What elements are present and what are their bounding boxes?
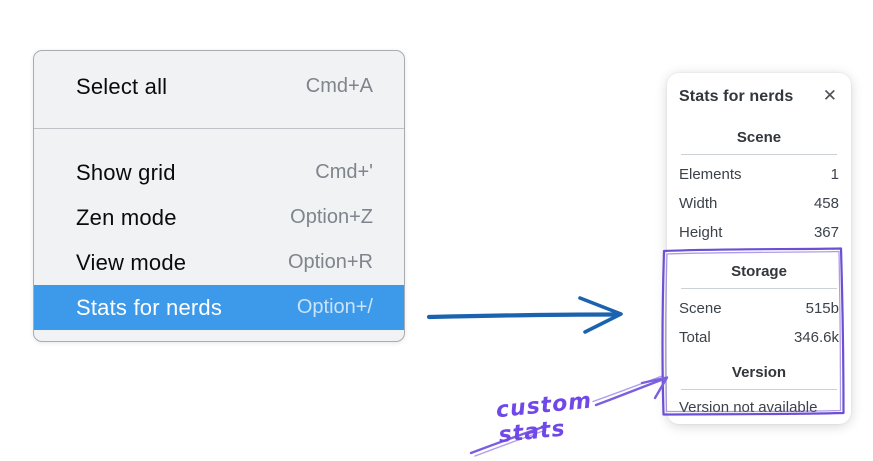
stat-row-width: Width 458 [679, 189, 839, 218]
annotation-arrow [469, 375, 669, 457]
context-menu: Select all Cmd+A Show grid Cmd+' Zen mod… [33, 50, 405, 342]
stats-panel: Stats for nerds ✕ Scene Elements 1 Width… [667, 73, 851, 424]
section-divider [681, 389, 837, 390]
stats-panel-title: Stats for nerds [679, 87, 794, 105]
stat-row-elements: Elements 1 [679, 160, 839, 189]
menu-item-label: Select all [76, 73, 168, 99]
menu-item-shortcut: Cmd+' [315, 161, 373, 183]
menu-item-label: Zen mode [76, 204, 177, 230]
version-note: Version not available [679, 399, 818, 416]
menu-divider [34, 128, 404, 129]
section-heading-version: Version [731, 364, 787, 381]
stat-value: 367 [813, 224, 839, 241]
stat-value: 515b [805, 300, 839, 317]
custom-stats-annotation: custom stats [494, 388, 594, 449]
stat-label: Scene [679, 300, 722, 317]
menu-item-shortcut: Cmd+A [305, 75, 373, 97]
close-icon[interactable]: ✕ [822, 86, 837, 106]
stat-label: Width [679, 195, 718, 212]
section-heading-scene: Scene [736, 129, 782, 146]
stat-value: 458 [813, 195, 839, 212]
menu-item-label: Stats for nerds [76, 294, 223, 320]
section-heading-storage: Storage [731, 263, 787, 280]
pointer-arrow [426, 296, 623, 334]
stat-value: 346.6k [793, 329, 839, 346]
stat-label: Height [679, 224, 723, 241]
menu-item-view-mode[interactable]: View mode Option+R [34, 240, 404, 285]
section-divider [681, 288, 837, 289]
stat-row-scene-storage: Scene 515b [679, 294, 839, 323]
stat-row-total-storage: Total 346.6k [679, 323, 839, 352]
menu-item-stats-for-nerds[interactable]: Stats for nerds Option+/ [34, 285, 404, 330]
stat-value: 1 [830, 166, 839, 183]
menu-item-shortcut: Option+Z [290, 206, 373, 228]
stat-row-height: Height 367 [679, 218, 839, 247]
stat-label: Total [679, 329, 711, 346]
menu-item-shortcut: Option+/ [296, 296, 373, 318]
stat-label: Elements [679, 166, 742, 183]
menu-item-select-all[interactable]: Select all Cmd+A [34, 64, 404, 109]
section-divider [681, 154, 837, 155]
stats-panel-header: Stats for nerds ✕ [679, 86, 839, 107]
menu-item-label: View mode [76, 249, 187, 275]
menu-item-zen-mode[interactable]: Zen mode Option+Z [34, 195, 404, 240]
menu-item-shortcut: Option+R [287, 251, 373, 273]
menu-item-label: Show grid [76, 159, 176, 185]
menu-item-show-grid[interactable]: Show grid Cmd+' [34, 150, 404, 195]
